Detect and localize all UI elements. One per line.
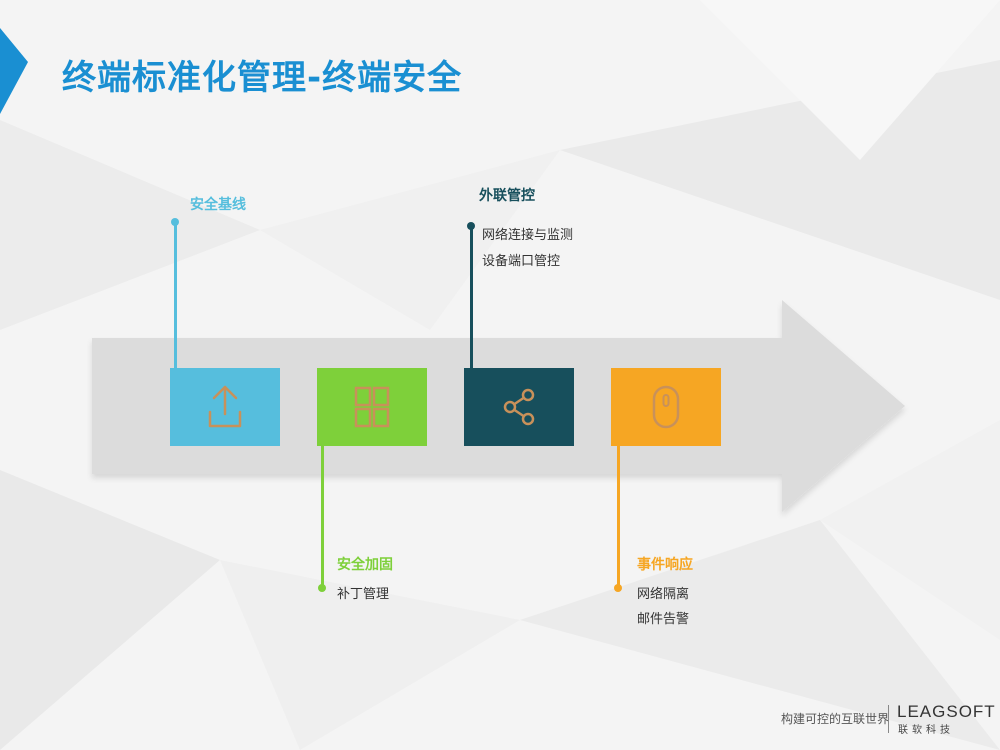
step-label-response: 事件响应 xyxy=(637,557,693,573)
hardening-connector-dot xyxy=(318,584,326,592)
hardening-item: 补丁管理 xyxy=(337,587,390,602)
step-label-external: 外联管控 xyxy=(479,188,535,204)
external-connector xyxy=(470,226,473,368)
page-title: 终端标准化管理-终端安全 xyxy=(62,58,463,98)
external-item-2: 设备端口管控 xyxy=(482,254,561,269)
footer-divider xyxy=(888,705,889,733)
response-connector-dot xyxy=(614,584,622,592)
baseline-connector-dot xyxy=(171,218,179,226)
response-item-2: 邮件告警 xyxy=(637,612,690,627)
grid-icon xyxy=(354,386,390,428)
response-item-1: 网络隔离 xyxy=(637,587,690,602)
title-accent-tab xyxy=(0,28,28,114)
step-external[interactable] xyxy=(464,368,574,446)
step-response[interactable] xyxy=(611,368,721,446)
step-label-baseline: 安全基线 xyxy=(190,197,246,213)
baseline-connector xyxy=(174,222,177,368)
brand-logo-subtitle: 联软科技 xyxy=(898,725,954,736)
hardening-connector xyxy=(321,446,324,588)
footer-slogan: 构建可控的互联世界 xyxy=(781,712,890,726)
upload-icon xyxy=(208,385,242,428)
response-connector xyxy=(617,446,620,588)
share-icon xyxy=(503,388,535,426)
external-item-1: 网络连接与监测 xyxy=(482,228,574,243)
step-hardening[interactable] xyxy=(317,368,427,446)
brand-logo: LEAGSOFT xyxy=(897,702,996,721)
mouse-icon xyxy=(652,385,680,429)
step-label-hardening: 安全加固 xyxy=(337,557,393,573)
step-baseline[interactable] xyxy=(170,368,280,446)
